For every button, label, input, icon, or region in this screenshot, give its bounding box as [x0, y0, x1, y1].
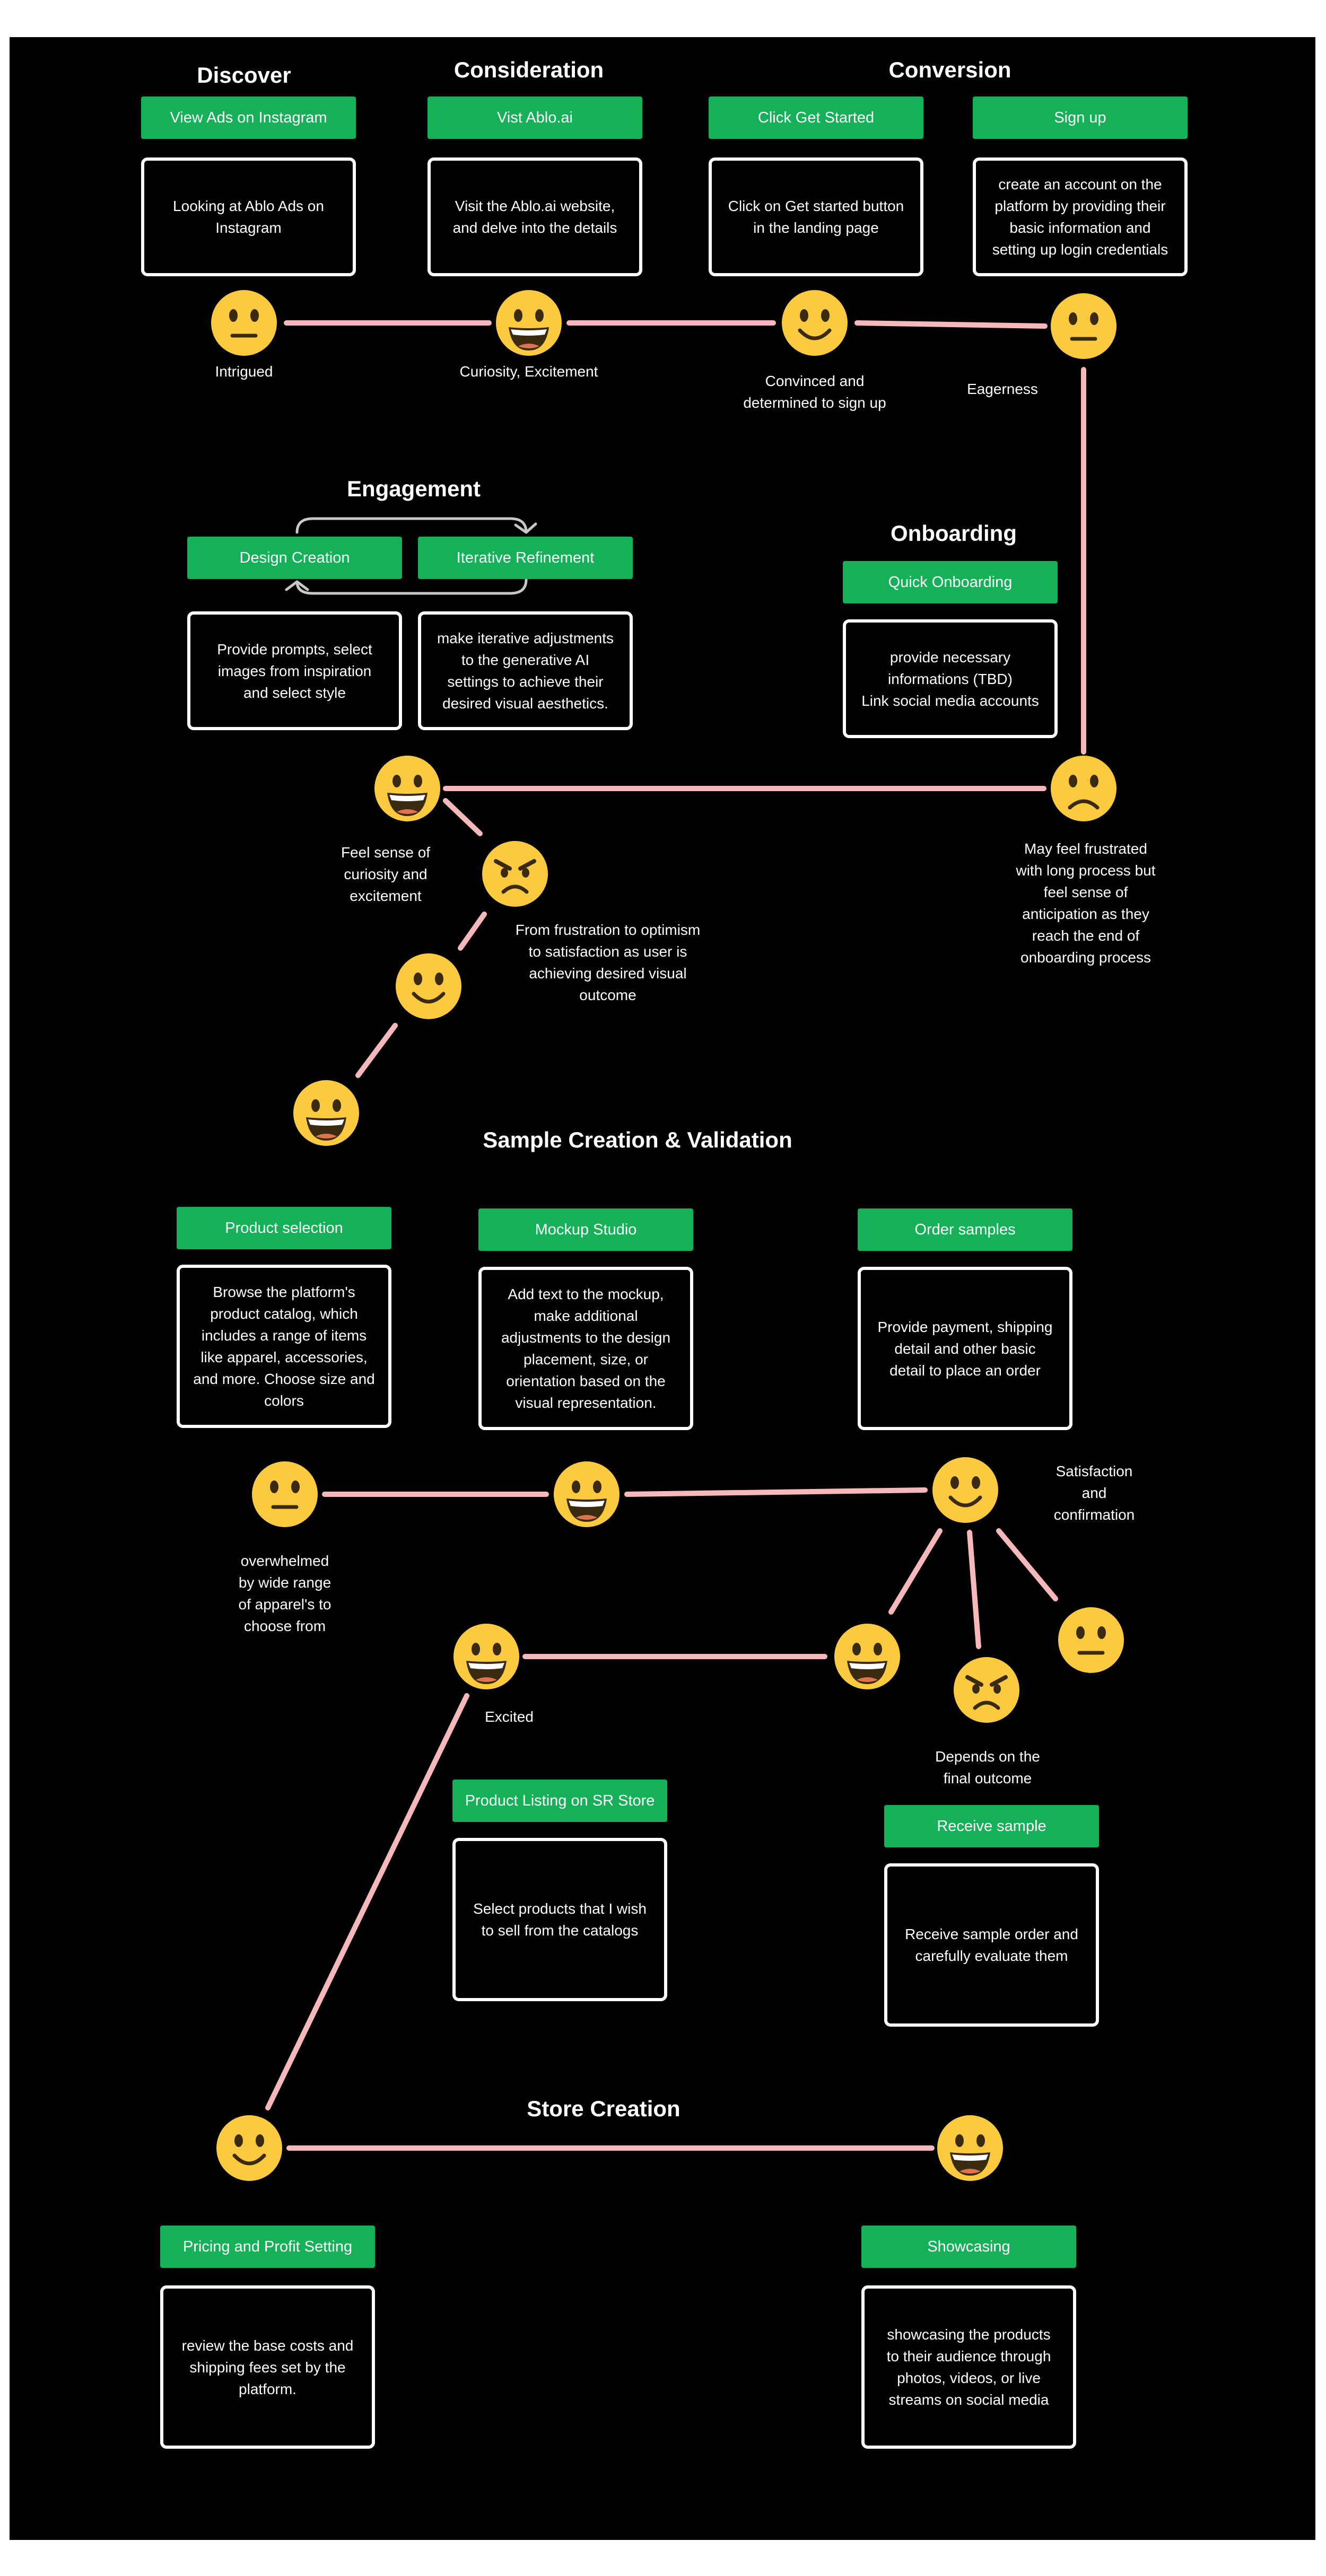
- step-visit-site-card: Visit the Ablo.ai website, and delve int…: [428, 157, 642, 276]
- emotion-label-overwhelmed: overwhelmed by wide range of apparel's t…: [238, 1553, 332, 1634]
- emotion-label-eagerness: Eagerness: [967, 381, 1038, 397]
- emotion-label-convinced: Convinced and determined to sign up: [743, 373, 886, 411]
- step-iterative-refinement-card: make iterative adjustments to the genera…: [418, 611, 633, 730]
- emotion-label-curiosity: Curiosity, Excitement: [459, 363, 598, 380]
- step-design-creation[interactable]: Design Creation: [187, 537, 402, 579]
- step-iterative-refinement[interactable]: Iterative Refinement: [418, 537, 633, 579]
- stage-title-consideration: Consideration: [453, 57, 604, 82]
- step-pricing-card: review the base costs and shipping fees …: [160, 2285, 375, 2449]
- step-product-listing[interactable]: Product Listing on SR Store: [452, 1780, 667, 1822]
- step-visit-site[interactable]: Vist Ablo.ai: [428, 97, 642, 139]
- step-design-creation-card: Provide prompts, select images from insp…: [187, 611, 402, 730]
- step-get-started[interactable]: Click Get Started: [709, 97, 923, 139]
- emotion-label-frustration-optimism: From frustration to optimism to satisfac…: [515, 922, 701, 1003]
- step-get-started-card: Click on Get started button in the landi…: [709, 157, 923, 276]
- stage-title-sample-creation: Sample Creation & Validation: [483, 1127, 792, 1152]
- step-product-listing-card: Select products that I wish to sell from…: [452, 1838, 667, 2001]
- step-pricing[interactable]: Pricing and Profit Setting: [160, 2225, 375, 2268]
- emotion-label-curiosity-excitement: Feel sense of curiosity and excitement: [341, 844, 431, 904]
- stage-title-discover: Discover: [197, 63, 291, 87]
- step-quick-onboarding[interactable]: Quick Onboarding: [843, 561, 1058, 603]
- emotion-label-satisfaction: Satisfaction and confirmation: [1053, 1463, 1135, 1523]
- stage-title-onboarding: Onboarding: [891, 521, 1017, 546]
- emotion-label-excited: Excited: [485, 1708, 534, 1725]
- step-order-samples-card: Provide payment, shipping detail and oth…: [858, 1267, 1072, 1430]
- step-product-selection[interactable]: Product selection: [177, 1207, 391, 1249]
- step-quick-onboarding-card: provide necessary informations (TBD) Lin…: [843, 619, 1058, 738]
- step-sign-up[interactable]: Sign up: [973, 97, 1188, 139]
- step-mockup-studio-card: Add text to the mockup, make additional …: [478, 1267, 693, 1430]
- step-showcasing-card: showcasing the products to their audienc…: [861, 2285, 1076, 2449]
- stage-title-conversion: Conversion: [888, 57, 1011, 82]
- step-receive-sample-card: Receive sample order and carefully evalu…: [884, 1863, 1099, 2027]
- stage-title-engagement: Engagement: [346, 476, 481, 501]
- step-mockup-studio[interactable]: Mockup Studio: [478, 1208, 693, 1251]
- step-sign-up-card: create an account on the platform by pro…: [973, 157, 1188, 276]
- emotion-label-depends: Depends on the final outcome: [935, 1748, 1040, 1786]
- step-view-ads-card: Looking at Ablo Ads on Instagram: [141, 157, 356, 276]
- stage-title-store-creation: Store Creation: [527, 2096, 681, 2121]
- emotion-label-intrigued: Intrigued: [215, 363, 273, 380]
- step-showcasing[interactable]: Showcasing: [861, 2225, 1076, 2268]
- step-receive-sample[interactable]: Receive sample: [884, 1805, 1099, 1847]
- step-order-samples[interactable]: Order samples: [858, 1208, 1072, 1251]
- step-product-selection-card: Browse the platform's product catalog, w…: [177, 1265, 391, 1428]
- emotion-label-onboarding: May feel frustrated with long process bu…: [1016, 840, 1156, 966]
- step-view-ads[interactable]: View Ads on Instagram: [141, 97, 356, 139]
